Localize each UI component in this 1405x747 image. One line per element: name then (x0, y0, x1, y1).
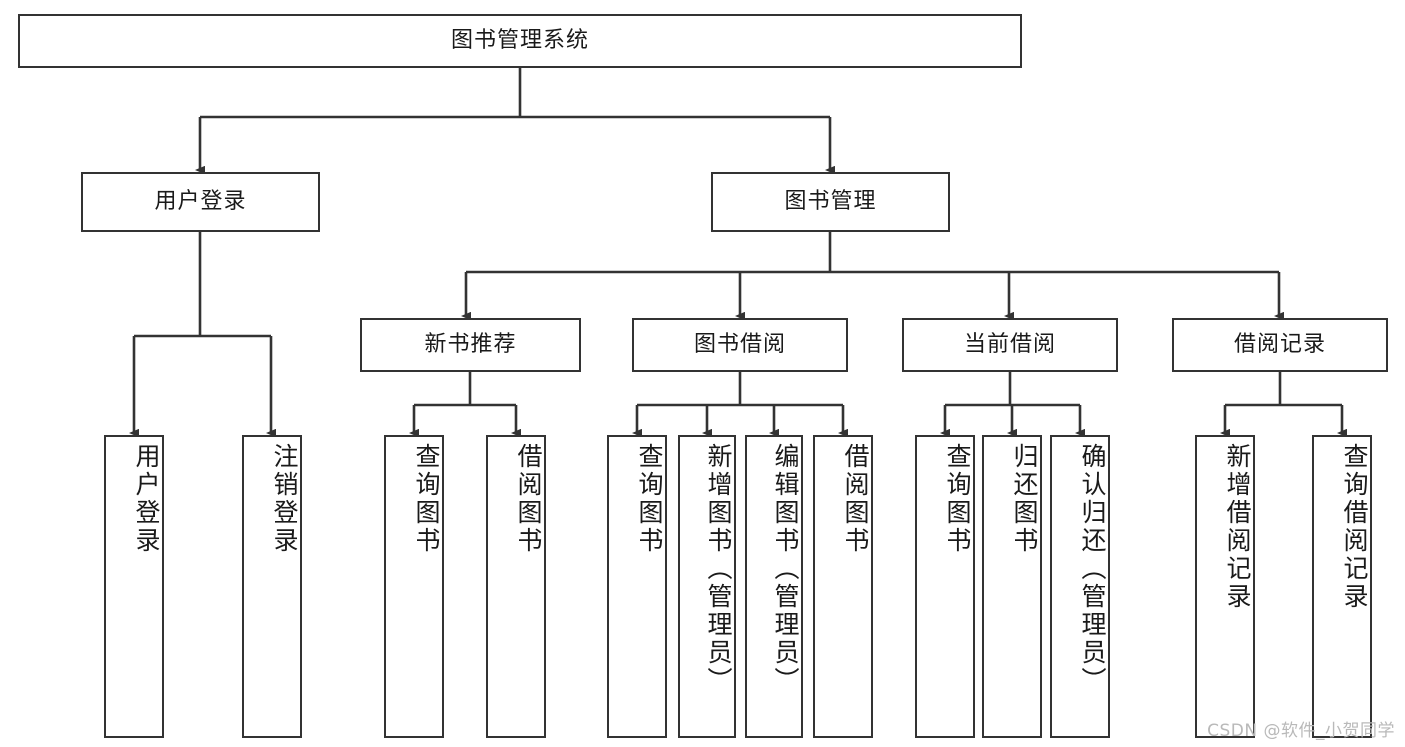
node-leaf-query-book-1[interactable]: 查询图书 (384, 435, 444, 738)
node-leaf-confirm-return-label: 确认归还（管理员） (1078, 443, 1107, 695)
node-leaf-borrow-book-2-label: 借阅图书 (841, 443, 870, 555)
node-leaf-borrow-book-1-label: 借阅图书 (514, 443, 543, 555)
node-book-manage[interactable]: 图书管理 (711, 172, 950, 232)
node-leaf-query-book-2-label: 查询图书 (635, 443, 664, 555)
node-new-book-recommend-label: 新书推荐 (424, 331, 517, 357)
node-user-login-label: 用户登录 (154, 188, 247, 214)
csdn-watermark: CSDN @软件_小贺同学 (1207, 721, 1395, 741)
node-leaf-borrow-book-2[interactable]: 借阅图书 (813, 435, 873, 738)
node-leaf-confirm-return[interactable]: 确认归还（管理员） (1050, 435, 1110, 738)
node-leaf-query-record-label: 查询借阅记录 (1340, 443, 1369, 611)
node-borrow-record-label: 借阅记录 (1233, 331, 1326, 357)
node-book-manage-label: 图书管理 (784, 188, 877, 214)
node-leaf-edit-book-label: 编辑图书（管理员） (771, 443, 800, 695)
node-leaf-user-login[interactable]: 用户登录 (104, 435, 164, 738)
node-root[interactable]: 图书管理系统 (18, 14, 1022, 68)
node-leaf-add-record-label: 新增借阅记录 (1223, 443, 1252, 611)
node-leaf-query-book-2[interactable]: 查询图书 (607, 435, 667, 738)
node-leaf-query-book-3[interactable]: 查询图书 (915, 435, 975, 738)
node-user-login[interactable]: 用户登录 (81, 172, 320, 232)
node-leaf-user-login-label: 用户登录 (132, 443, 161, 555)
node-current-borrow-label: 当前借阅 (963, 331, 1056, 357)
node-leaf-query-book-1-label: 查询图书 (412, 443, 441, 555)
node-leaf-return-book-label: 归还图书 (1010, 443, 1039, 555)
node-root-label: 图书管理系统 (450, 27, 589, 53)
node-borrow-record[interactable]: 借阅记录 (1172, 318, 1388, 372)
node-leaf-add-record[interactable]: 新增借阅记录 (1195, 435, 1255, 738)
node-leaf-return-book[interactable]: 归还图书 (982, 435, 1042, 738)
node-leaf-add-book-label: 新增图书（管理员） (704, 443, 733, 695)
node-book-borrow-label: 图书借阅 (693, 331, 786, 357)
node-leaf-edit-book[interactable]: 编辑图书（管理员） (745, 435, 803, 738)
node-leaf-logout-label: 注销登录 (270, 443, 299, 555)
node-leaf-query-book-3-label: 查询图书 (943, 443, 972, 555)
node-leaf-logout[interactable]: 注销登录 (242, 435, 302, 738)
node-leaf-add-book[interactable]: 新增图书（管理员） (678, 435, 736, 738)
node-leaf-borrow-book-1[interactable]: 借阅图书 (486, 435, 546, 738)
node-book-borrow[interactable]: 图书借阅 (632, 318, 848, 372)
node-new-book-recommend[interactable]: 新书推荐 (360, 318, 581, 372)
node-leaf-query-record[interactable]: 查询借阅记录 (1312, 435, 1372, 738)
node-current-borrow[interactable]: 当前借阅 (902, 318, 1118, 372)
